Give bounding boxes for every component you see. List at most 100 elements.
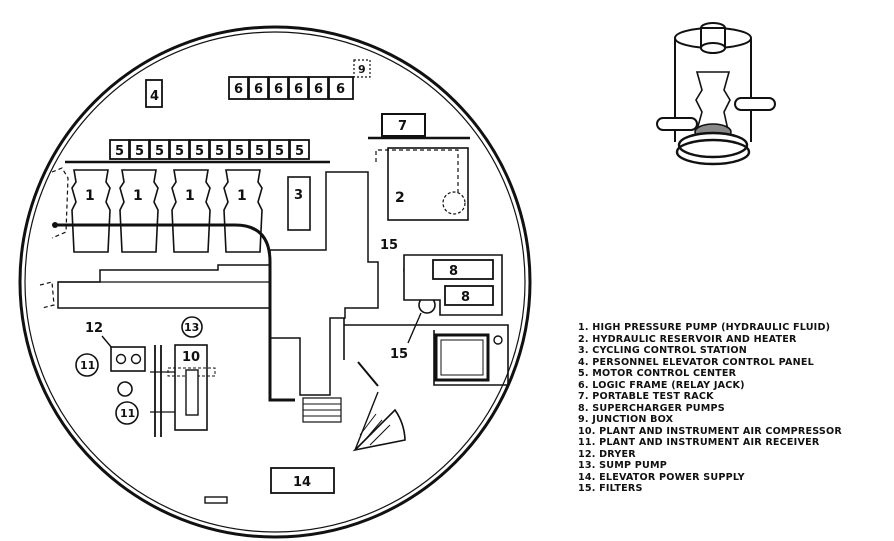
mcc-label: 5 xyxy=(275,144,284,159)
filter-stem-bottom xyxy=(700,42,726,54)
dryer-leader-line xyxy=(101,335,113,349)
mcc-box xyxy=(109,139,130,160)
door-leaf xyxy=(354,391,379,451)
junction-box-9-box xyxy=(353,59,371,78)
elevator-power-14-box xyxy=(270,467,335,494)
reservoir-2-label: 2 xyxy=(395,190,405,206)
air-receiver-11-circle xyxy=(75,353,99,377)
dryer-part xyxy=(115,353,127,365)
logic-frame-label: 6 xyxy=(336,82,345,97)
legend-item: 14. ELEVATOR POWER SUPPLY xyxy=(578,471,745,483)
mcc-label: 5 xyxy=(295,144,304,159)
legend-item: 12. DRYER xyxy=(578,448,636,460)
elevator-power-14-label: 14 xyxy=(293,475,311,490)
logic-frame-label: 6 xyxy=(234,82,243,97)
legend: 1. HIGH PRESSURE PUMP (HYDRAULIC FLUID) … xyxy=(578,322,890,495)
filter-bowl xyxy=(677,131,749,159)
mcc-label: 5 xyxy=(115,144,124,159)
legend-item: 1. HIGH PRESSURE PUMP (HYDRAULIC FLUID) xyxy=(578,322,831,333)
reservoir-dashed-outline xyxy=(375,149,459,195)
mcc-box xyxy=(209,139,230,160)
elevator-room-wall xyxy=(343,318,509,386)
filter-base xyxy=(675,138,751,166)
cycling-control-3-label: 3 xyxy=(294,188,303,203)
mcc-label: 5 xyxy=(155,144,164,159)
pump-outline xyxy=(71,169,111,253)
pump-outline xyxy=(171,169,211,253)
legend-item: 10. PLANT AND INSTRUMENT AIR COMPRESSOR xyxy=(578,425,842,437)
logic-frame-box xyxy=(268,76,289,100)
junction-box-9-label: 9 xyxy=(358,63,366,76)
pump-outline xyxy=(223,169,263,253)
elevator-car xyxy=(434,333,490,382)
elevator-car-inner xyxy=(440,339,484,376)
mcc-label: 5 xyxy=(215,144,224,159)
mcc-label: 5 xyxy=(255,144,264,159)
motor-control-center-row: 5 5 5 5 5 5 5 5 5 5 xyxy=(109,139,310,160)
legend-item: 7. PORTABLE TEST RACK xyxy=(578,391,714,402)
pump-outline xyxy=(119,169,159,253)
mcc-box xyxy=(189,139,210,160)
mcc-box xyxy=(229,139,250,160)
filter-15-label: 15 xyxy=(390,347,408,362)
sump-pump-13-label: 13 xyxy=(184,321,199,334)
legend-item: 5. MOTOR CONTROL CENTER xyxy=(578,368,737,379)
cycling-control-3-box xyxy=(287,176,311,231)
elevator-panel-4-box xyxy=(145,79,163,108)
logic-frame-row: 6 6 6 6 6 6 xyxy=(228,76,354,100)
mcc-box xyxy=(249,139,270,160)
air-receiver-11-label: 11 xyxy=(120,407,135,420)
logic-frame-label: 6 xyxy=(274,82,283,97)
test-rack-7-label: 7 xyxy=(398,119,407,134)
pump-label: 1 xyxy=(185,188,195,204)
logic-frame-box xyxy=(248,76,269,100)
pump-label: 1 xyxy=(133,188,143,204)
logic-frame-box xyxy=(228,76,249,100)
air-compressor-10-label: 10 xyxy=(182,350,200,365)
door-swing xyxy=(352,391,406,452)
pump-label: 1 xyxy=(237,188,247,204)
reservoir-2-box xyxy=(387,147,469,221)
compressor-motor xyxy=(185,369,199,416)
mcc-label: 5 xyxy=(135,144,144,159)
legend-item: 11. PLANT AND INSTRUMENT AIR RECEIVER xyxy=(578,437,820,448)
filter-port-right xyxy=(734,97,776,111)
logic-frame-box xyxy=(308,76,329,100)
mcc-box xyxy=(269,139,290,160)
door-swing-arc xyxy=(352,408,406,452)
logic-frame-label: 6 xyxy=(314,82,323,97)
wall-segment xyxy=(357,361,379,387)
air-piping xyxy=(150,345,175,437)
door-hatch xyxy=(359,413,377,436)
pump-label: 1 xyxy=(85,188,95,204)
dryer-12-label: 12 xyxy=(85,321,103,336)
legend-item: 3. CYCLING CONTROL STATION xyxy=(578,345,747,356)
mcc-label: 5 xyxy=(235,144,244,159)
door-hatch xyxy=(364,419,383,441)
legend-item: 13. SUMP PUMP xyxy=(578,460,667,471)
reservoir-heater-dashed xyxy=(442,191,466,215)
dryer-part xyxy=(130,353,142,365)
air-receiver-tank xyxy=(117,381,133,397)
legend-item: 15. FILTERS xyxy=(578,483,643,494)
logic-frame-box xyxy=(328,76,354,100)
mcc-label: 5 xyxy=(195,144,204,159)
supercharger-pump-box xyxy=(444,285,494,306)
central-platform-outline xyxy=(57,171,379,396)
filter-illustration xyxy=(656,22,776,166)
dashed-equipment-outline xyxy=(39,281,55,309)
legend-item: 4. PERSONNEL ELEVATOR CONTROL PANEL xyxy=(578,356,814,368)
silo-wall-inner xyxy=(24,31,526,533)
air-receiver-11-label: 11 xyxy=(80,359,95,372)
mcc-box xyxy=(169,139,190,160)
filter-leader-line xyxy=(407,312,422,344)
high-pressure-pump-group: 1 1 1 1 xyxy=(71,169,263,253)
elevator-indicator xyxy=(493,335,503,345)
hydraulic-line xyxy=(55,223,295,402)
mcc-box xyxy=(129,139,150,160)
sump-pump-13-circle xyxy=(181,316,203,338)
logic-frame-label: 6 xyxy=(254,82,263,97)
silo-wall-outer xyxy=(18,25,532,539)
test-rack-7-box xyxy=(381,113,426,137)
